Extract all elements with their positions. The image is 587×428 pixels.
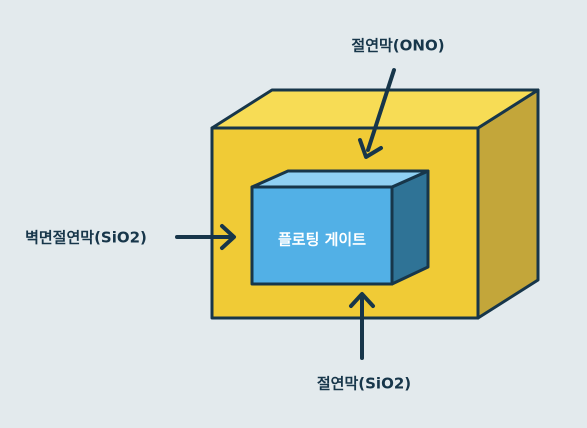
top-arrow-shaft <box>366 68 396 152</box>
bottom-arrow <box>349 292 375 360</box>
gate-box-front-face <box>250 185 394 286</box>
left-arrow-head <box>220 224 236 250</box>
bottom-arrow-head <box>349 292 375 308</box>
bottom-label: 절연막(SiO2) <box>317 375 411 393</box>
top-arrow <box>358 68 396 159</box>
floating-gate-box: 플로팅 게이트 <box>250 169 430 286</box>
gate-box-side-face <box>390 169 430 286</box>
left-arrow <box>175 224 236 250</box>
top-label: 절연막(ONO) <box>351 37 444 55</box>
gate-label: 플로팅 게이트 <box>278 231 366 249</box>
top-arrow-head <box>358 138 383 159</box>
outer-box-side-face <box>476 88 540 320</box>
left-label: 벽면절연막(SiO2) <box>25 229 147 247</box>
